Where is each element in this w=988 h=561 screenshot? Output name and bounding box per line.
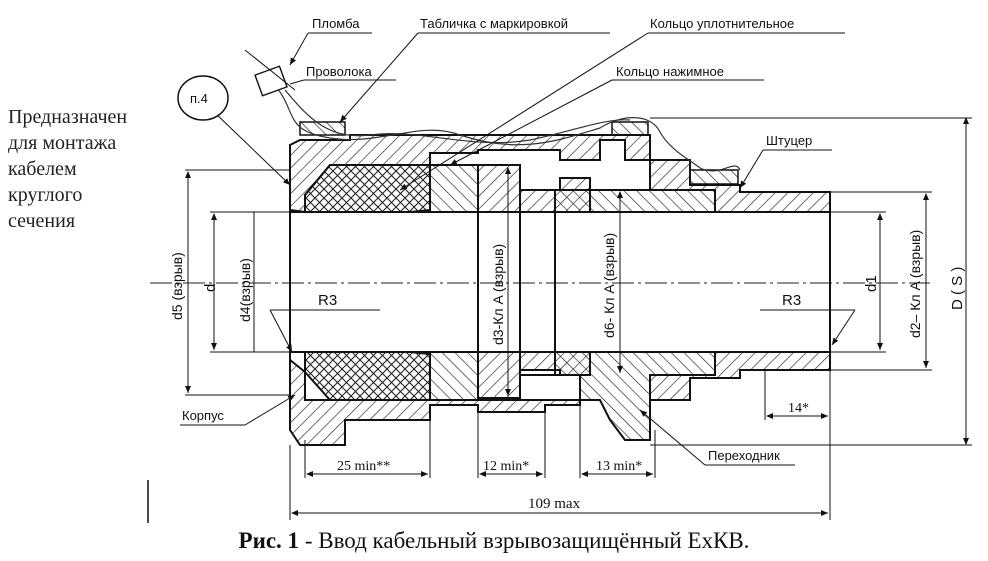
purpose-note-line: кабелем <box>8 158 77 180</box>
purpose-note-line: для монтажа <box>8 132 117 154</box>
seal-lead <box>254 65 288 97</box>
seal-plate <box>611 121 649 136</box>
fitting-plate <box>689 169 739 185</box>
label-koltso-nazh: Кольцо нажимное <box>616 64 724 79</box>
dim-r3-left: R3 <box>318 292 337 309</box>
label-perekhodnik: Переходник <box>708 448 780 463</box>
dim-d5: d5 (взрыв) <box>169 252 185 320</box>
dim-r3-right: R3 <box>782 292 801 309</box>
purpose-note-line: круглого <box>8 184 83 206</box>
dim-d4: d4(взрыв) <box>237 258 253 322</box>
dimension-lines <box>185 117 972 520</box>
dim-12: 12 min* <box>483 459 529 474</box>
dim-25: 25 min** <box>337 459 390 474</box>
note-p4-bubble <box>177 75 229 121</box>
dim-d6: d6- Кл A (взрыв) <box>601 233 617 338</box>
pressure-ring <box>429 164 479 401</box>
dim-13: 13 min* <box>596 459 642 474</box>
dim-d: d <box>202 284 219 292</box>
label-koltso-upl: Кольцо уплотнительное <box>650 16 794 31</box>
dim-14: 14* <box>788 401 809 416</box>
dim-D: D ( S ) <box>949 267 966 310</box>
bore-outlines <box>289 165 831 398</box>
label-korpus: Корпус <box>182 408 224 423</box>
figure-caption: Рис. 1 - Ввод кабельный взрывозащищённый… <box>0 528 988 554</box>
caption-text: - Ввод кабельный взрывозащищённый ЕхКВ. <box>299 528 750 553</box>
label-plomba: Пломба <box>312 16 360 31</box>
dim-109: 109 max <box>528 496 581 512</box>
dim-d3: d3-Кл A (взрыв) <box>490 244 506 345</box>
purpose-note-line: Предназначен <box>8 106 128 128</box>
wire <box>269 79 741 172</box>
purpose-note-line: сечения <box>8 210 76 232</box>
label-provoloka: Проволока <box>306 64 372 79</box>
leader-lines <box>180 32 845 466</box>
label-p4: п.4 <box>190 91 208 106</box>
dim-d2: d2– Кл A (взрыв) <box>907 230 923 338</box>
label-tablichka: Табличка с маркировкой <box>420 16 568 31</box>
label-shtutser: Штуцер <box>766 133 812 148</box>
purpose-note: Предназначен для монтажа кабелем круглог… <box>8 104 158 234</box>
dim-d1: d1 <box>863 275 880 292</box>
caption-prefix: Рис. 1 <box>238 528 300 553</box>
